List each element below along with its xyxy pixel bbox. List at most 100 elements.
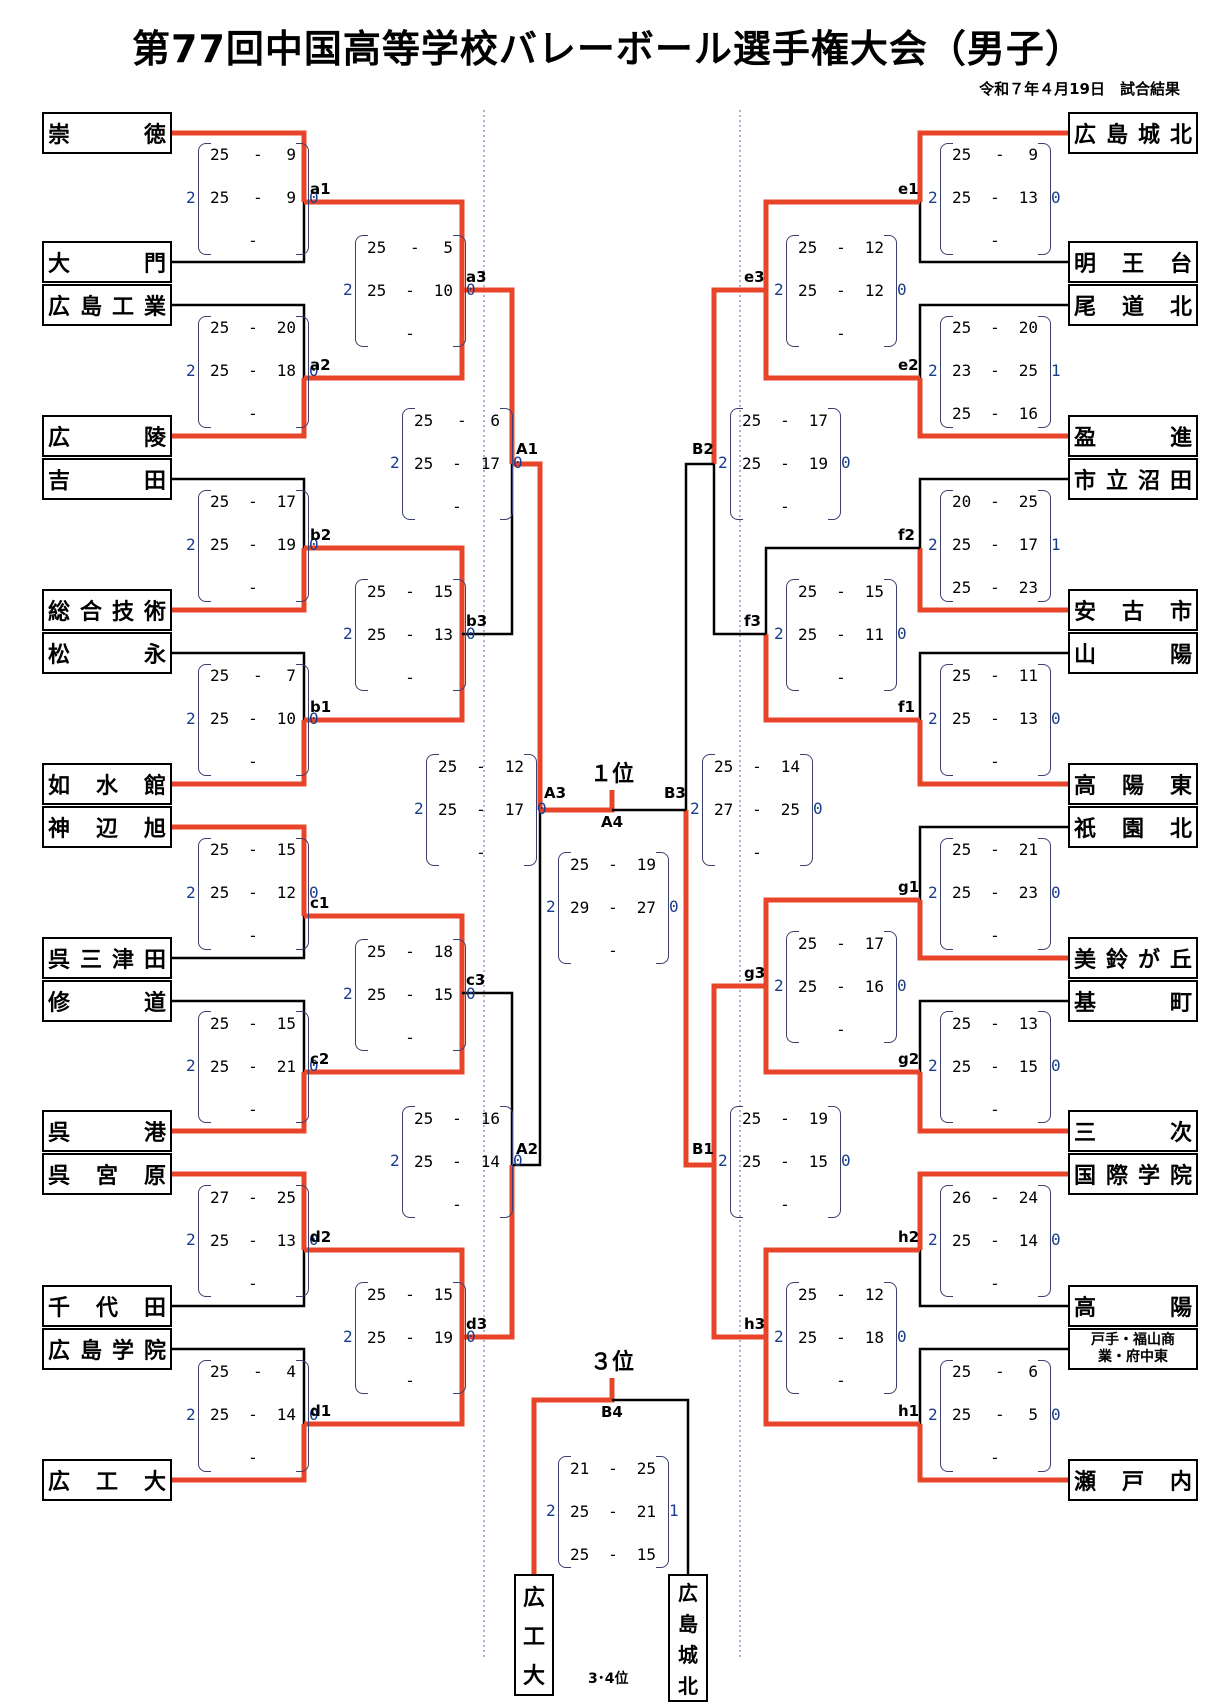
bracket-left	[786, 235, 799, 347]
set-row: 25-9	[952, 145, 1038, 165]
winner-path	[531, 1378, 615, 1590]
winner-path	[917, 130, 1068, 202]
match-label: g1	[898, 878, 920, 896]
set-score-b: 15	[864, 581, 884, 601]
bracket-right	[500, 408, 513, 520]
set-score-a: 25	[210, 1405, 230, 1424]
set-row: 29-27	[570, 897, 656, 917]
bracket-right	[296, 142, 309, 255]
set-dash: -	[248, 1013, 258, 1033]
bracket-right	[453, 939, 466, 1051]
bracket-left	[198, 1011, 211, 1123]
team-name-char: 呉	[48, 948, 71, 973]
set-dash: -	[456, 410, 467, 430]
winner-path	[917, 548, 1068, 613]
team-name-char: 合	[79, 600, 102, 625]
team-box: 松永	[42, 632, 172, 674]
bracket-right	[296, 1185, 309, 1297]
page-title: 第77回中国高等学校バレーボール選手権大会（男子）	[132, 27, 1084, 71]
set-dash: -	[252, 666, 263, 685]
set-row: -	[714, 842, 800, 862]
set-row: -	[952, 1448, 1038, 1468]
set-row: -	[367, 323, 453, 343]
sets-lost: 0	[841, 453, 851, 472]
team-name-char: 立	[1105, 469, 1128, 494]
sets-won: 2	[186, 708, 196, 728]
set-dash: -	[608, 897, 618, 917]
team-name-char: 東	[1169, 774, 1192, 799]
sets-won: 2	[186, 360, 196, 380]
set-score-b: 6	[1028, 1362, 1038, 1381]
set-dash: -	[836, 933, 846, 953]
team-name-char: 松	[48, 643, 71, 668]
team-name-char: 大	[522, 1664, 545, 1690]
set-score-b: 17	[1018, 535, 1038, 554]
set-row: 25-12	[438, 756, 524, 776]
winner-path	[683, 810, 714, 1168]
set-score-a: 27	[714, 799, 734, 819]
bracket-left	[198, 1185, 211, 1297]
sets-won: 2	[186, 1404, 196, 1424]
winner-path	[763, 986, 920, 1075]
bracket-left	[402, 408, 415, 520]
sets-won: 2	[774, 280, 784, 299]
set-dash: -	[780, 1194, 790, 1214]
set-score-b: 25	[276, 1187, 296, 1207]
set-score-a: 25	[952, 840, 972, 859]
set-score-a: 25	[367, 237, 387, 257]
set-dash: -	[248, 1230, 258, 1250]
match-label: h3	[744, 1315, 766, 1333]
sets-lost: 0	[309, 882, 319, 902]
team-name-char: 高	[1074, 1296, 1097, 1321]
set-score-b: 15	[433, 581, 453, 601]
set-row: 25-14	[210, 1405, 296, 1425]
set-dash: -	[752, 756, 762, 776]
set-score-b: 13	[433, 624, 453, 644]
team-name-char: 北	[1169, 123, 1192, 148]
set-score-a: 25	[414, 453, 434, 473]
team-name-char: 広	[678, 1581, 698, 1605]
set-score-a: 25	[570, 1501, 590, 1521]
team-box: 呉港	[42, 1110, 172, 1152]
set-dash: -	[994, 145, 1005, 164]
team-name-char: 戸	[1121, 1470, 1144, 1495]
set-dash: -	[752, 799, 762, 819]
set-row: -	[210, 1448, 296, 1468]
set-score-b: 23	[1018, 883, 1038, 902]
sets-lost: 0	[309, 534, 319, 554]
set-dash: -	[248, 1273, 258, 1293]
set-score-a: 25	[367, 984, 387, 1004]
set-row: -	[798, 1370, 884, 1390]
set-score-a: 25	[414, 1151, 434, 1171]
team-box: 神辺旭	[42, 806, 172, 848]
set-row: -	[952, 1273, 1038, 1293]
set-score-b: 25	[636, 1458, 656, 1478]
set-score-a: 25	[210, 709, 230, 728]
winner-path	[917, 378, 1068, 439]
set-score-b: 14	[780, 756, 800, 776]
team-name-char: が	[1137, 948, 1160, 973]
team-name-char: 水	[95, 774, 118, 799]
set-dash: -	[405, 1027, 415, 1047]
bracket-right	[500, 1106, 513, 1218]
team-name-char: 明	[1074, 252, 1097, 277]
team-box: 大門	[42, 241, 172, 283]
set-score-a: 25	[952, 666, 972, 685]
set-score-a: 20	[952, 492, 972, 511]
sets-won: 2	[343, 280, 353, 299]
team-name-char: 門	[143, 252, 166, 277]
set-dash: -	[836, 1284, 846, 1304]
bracket-right	[453, 579, 466, 691]
loser-path	[918, 202, 1068, 264]
team-name-char: 市	[1074, 469, 1097, 494]
set-dash: -	[990, 318, 1000, 337]
winner-path	[917, 720, 1068, 787]
bracket-right	[296, 489, 309, 602]
team-name-char: 町	[1169, 991, 1192, 1016]
